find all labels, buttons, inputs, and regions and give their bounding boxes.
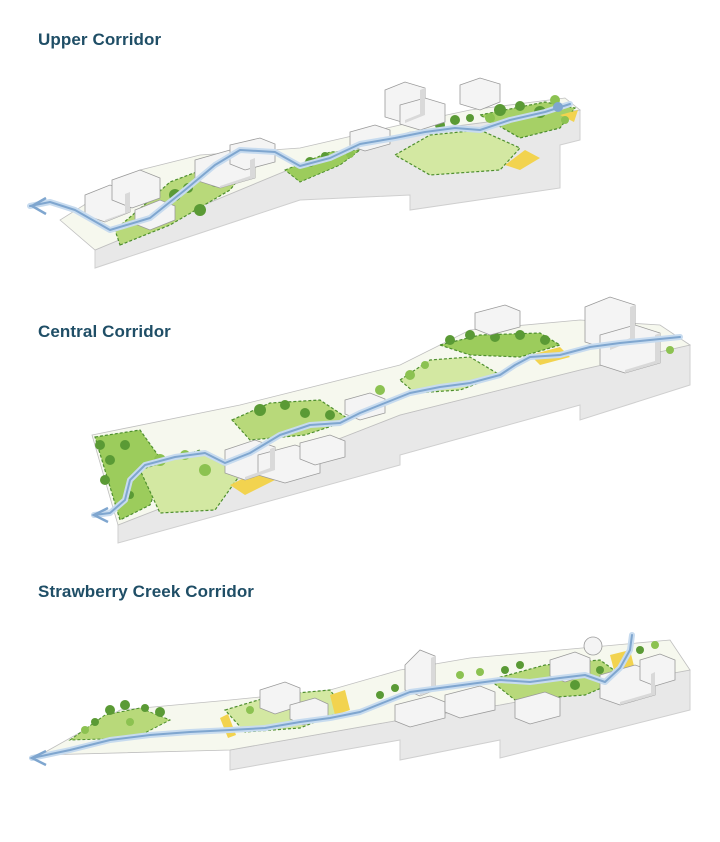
section-title-strawberry-creek-corridor: Strawberry Creek Corridor [38, 582, 255, 601]
section-title-central-corridor: Central Corridor [38, 322, 171, 341]
central-corridor-diagram [91, 296, 691, 544]
upper-corridor-diagram [27, 77, 581, 269]
section-title-upper-corridor: Upper Corridor [38, 30, 162, 49]
strawberry-creek-corridor-diagram [29, 632, 691, 771]
